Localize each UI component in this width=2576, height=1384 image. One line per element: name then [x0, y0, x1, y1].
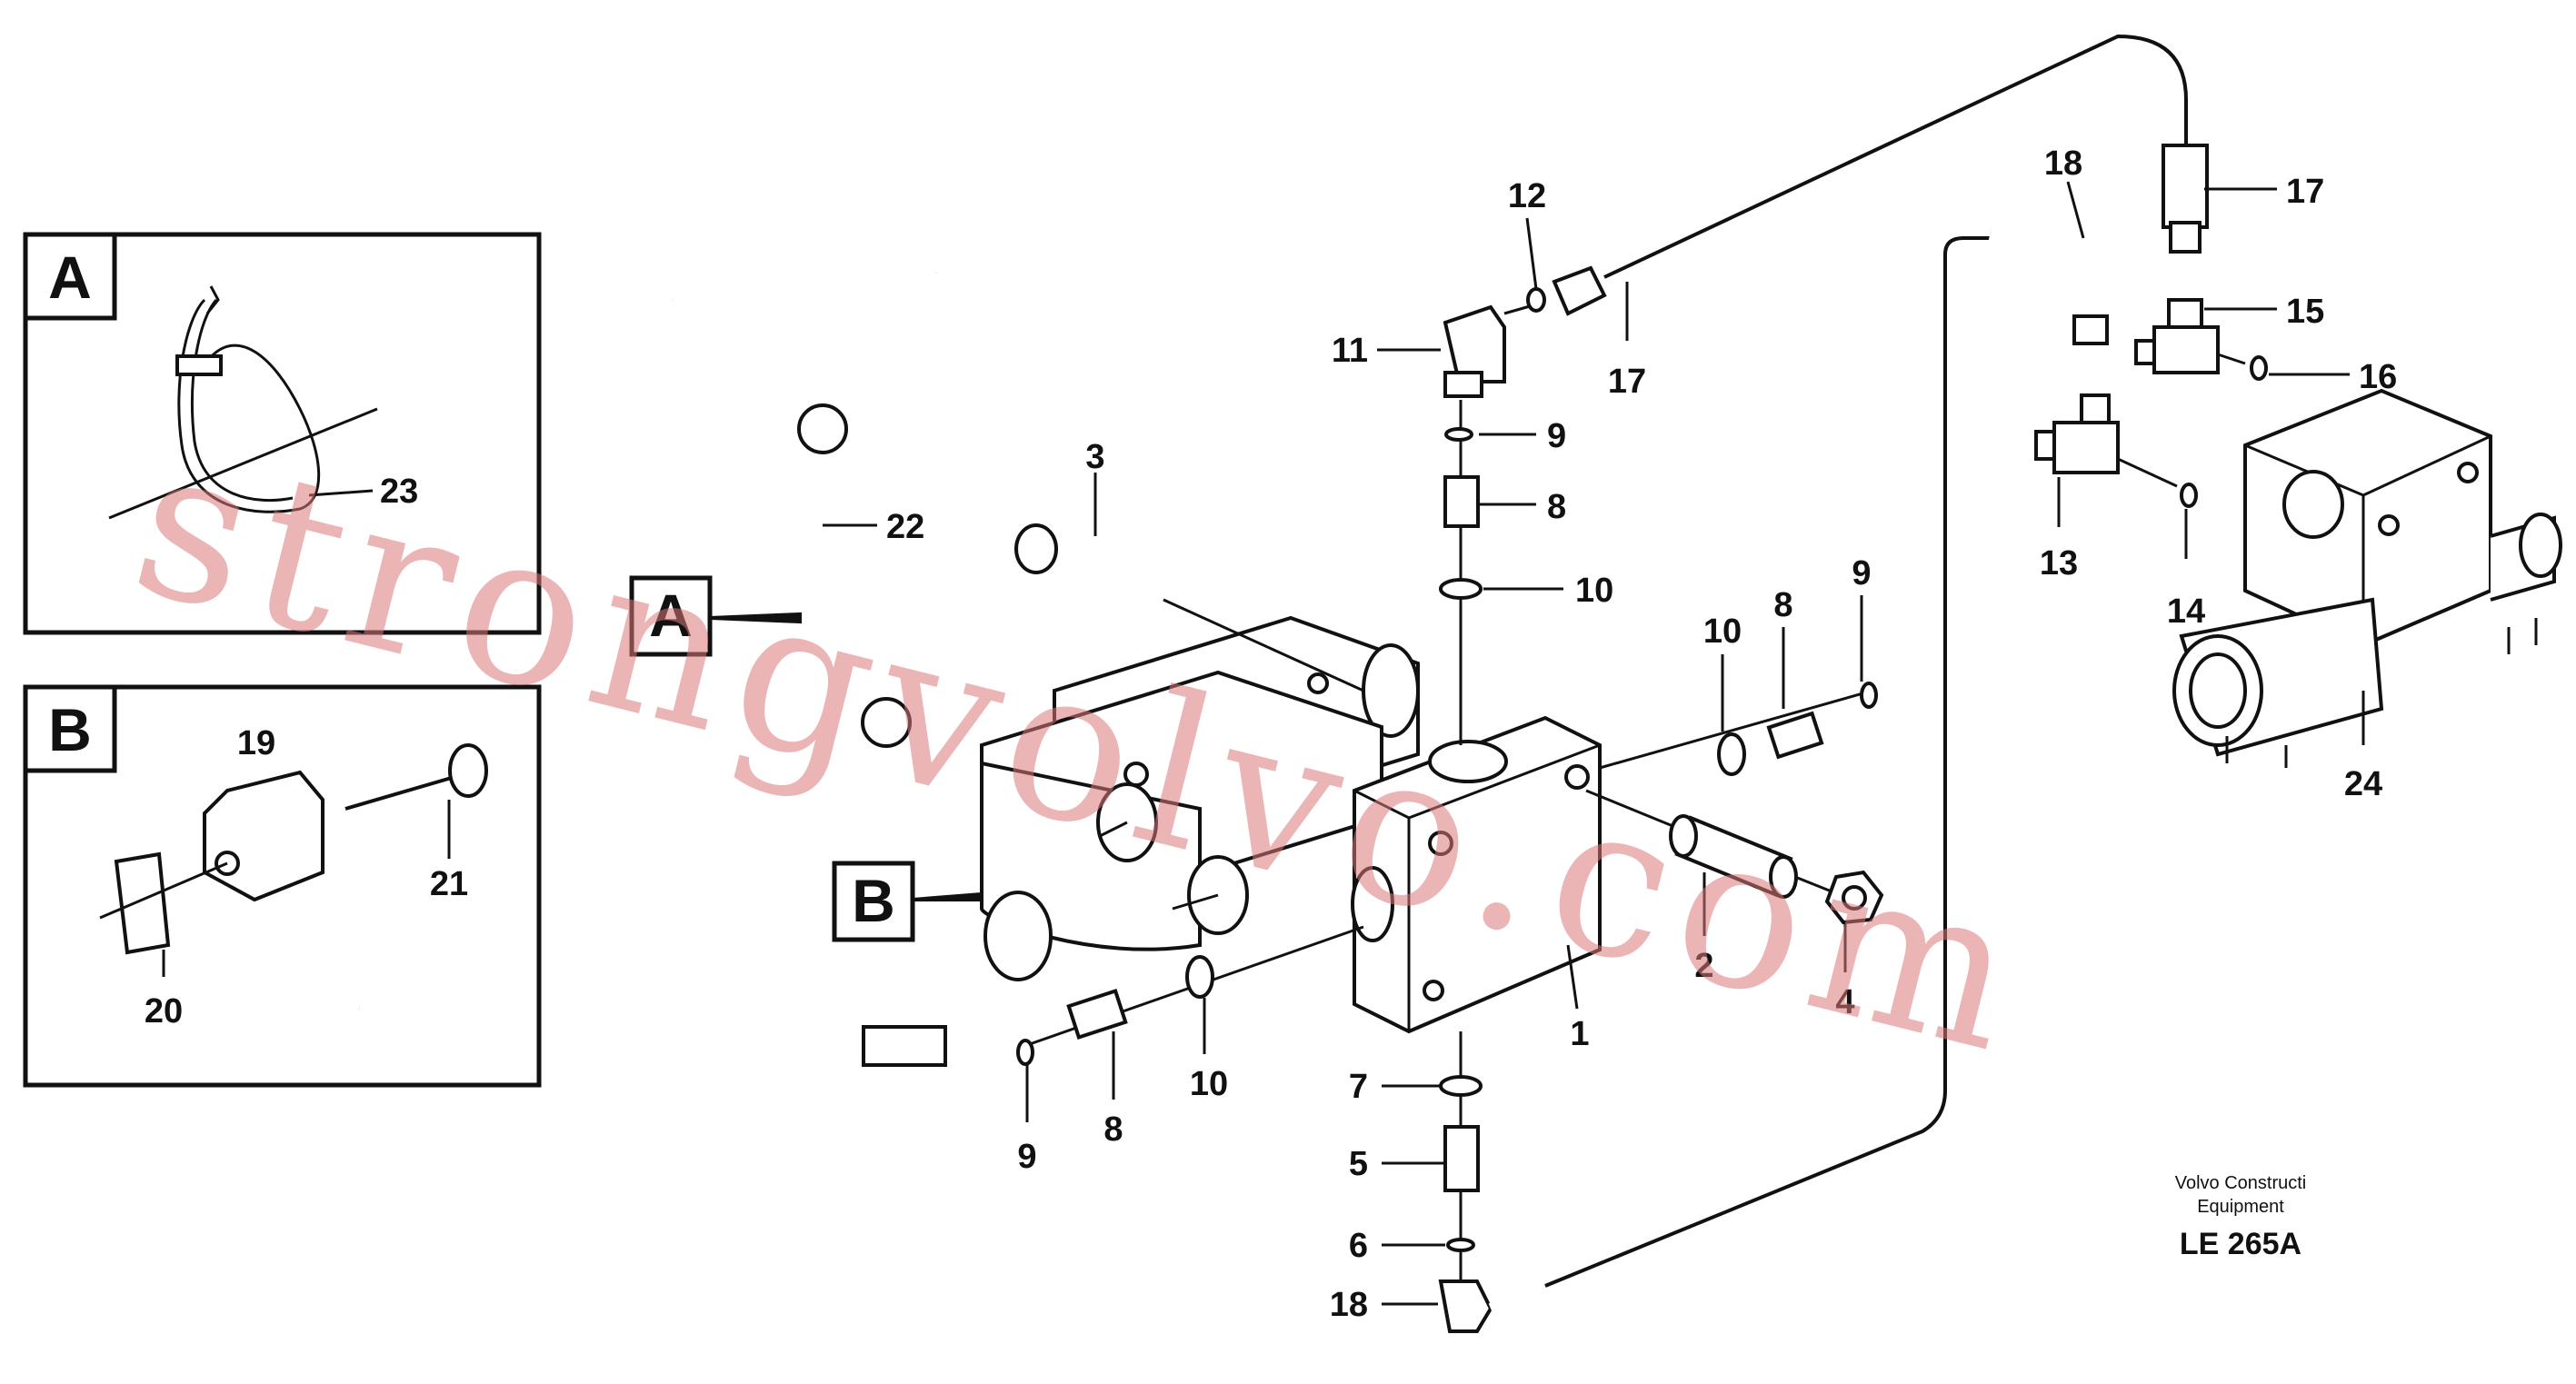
callout-22: 22	[886, 508, 924, 546]
solenoid-connector-icon	[99, 743, 488, 1011]
callout-19: 19	[237, 724, 275, 762]
svg-text:B: B	[852, 867, 895, 934]
callout-11: 11	[1332, 332, 1368, 370]
callout-18-bottom: 18	[1330, 1286, 1368, 1324]
detail-b-panel: B 19 21 20	[23, 684, 542, 1088]
callout-5: 5	[1349, 1145, 1368, 1183]
callout-6: 6	[1349, 1227, 1368, 1265]
callout-10-right: 10	[1703, 612, 1742, 651]
callout-16: 16	[2359, 358, 2397, 396]
spacer-and-nut	[1585, 789, 1884, 925]
callout-9-right: 9	[1852, 554, 1871, 592]
right-fitting-group	[1988, 144, 2268, 508]
callout-7: 7	[1349, 1068, 1368, 1106]
callout-18-top: 18	[2044, 144, 2082, 183]
left-bottom-fittings	[1016, 925, 1364, 1066]
detail-a-letter: A	[48, 244, 92, 311]
callout-12: 12	[1508, 177, 1546, 215]
top-fitting-stack	[1439, 265, 1607, 745]
callout-4: 4	[1835, 983, 1854, 1021]
document-id: LE 265A	[2180, 1227, 2301, 1261]
callout-15: 15	[2286, 293, 2324, 331]
detail-b-letter: B	[48, 696, 92, 763]
pointer-a: A	[629, 575, 802, 657]
solenoid-valve-assembly	[980, 615, 1602, 1034]
callout-10-left: 10	[1190, 1065, 1228, 1103]
callout-20: 20	[145, 992, 183, 1031]
callout-9-top: 9	[1547, 417, 1566, 455]
callout-8-right: 8	[1773, 586, 1792, 624]
callout-21: 21	[430, 865, 468, 903]
pilot-valve-24	[2172, 388, 2562, 768]
callout-14: 14	[2167, 592, 2205, 631]
callout-23: 23	[380, 473, 418, 511]
callout-24: 24	[2344, 765, 2382, 803]
callout-8-left: 8	[1103, 1110, 1123, 1149]
callout-13: 13	[2040, 544, 2078, 582]
svg-text:A: A	[649, 582, 693, 649]
detail-a-panel: A 23	[23, 232, 542, 635]
wiring-harness	[670, 271, 1073, 1067]
maker-line-1: Volvo Constructi	[2175, 1173, 2307, 1193]
bolt-3	[1014, 523, 1364, 692]
cable-tie-icon	[108, 285, 378, 520]
maker-line-2: Equipment	[2197, 1197, 2284, 1217]
right-fittings	[1599, 682, 1878, 776]
callout-8-top: 8	[1547, 488, 1566, 526]
callout-9-left: 9	[1017, 1138, 1036, 1176]
callout-1: 1	[1570, 1015, 1589, 1053]
hydraulic-hoses	[1544, 34, 2188, 1288]
bottom-fitting-stack	[1438, 1031, 1548, 1333]
callout-2: 2	[1694, 947, 1713, 985]
callout-17-right: 17	[2286, 173, 2324, 211]
callout-17-left: 17	[1608, 363, 1646, 401]
callout-10-top: 10	[1575, 572, 1613, 610]
callout-3: 3	[1085, 438, 1104, 476]
